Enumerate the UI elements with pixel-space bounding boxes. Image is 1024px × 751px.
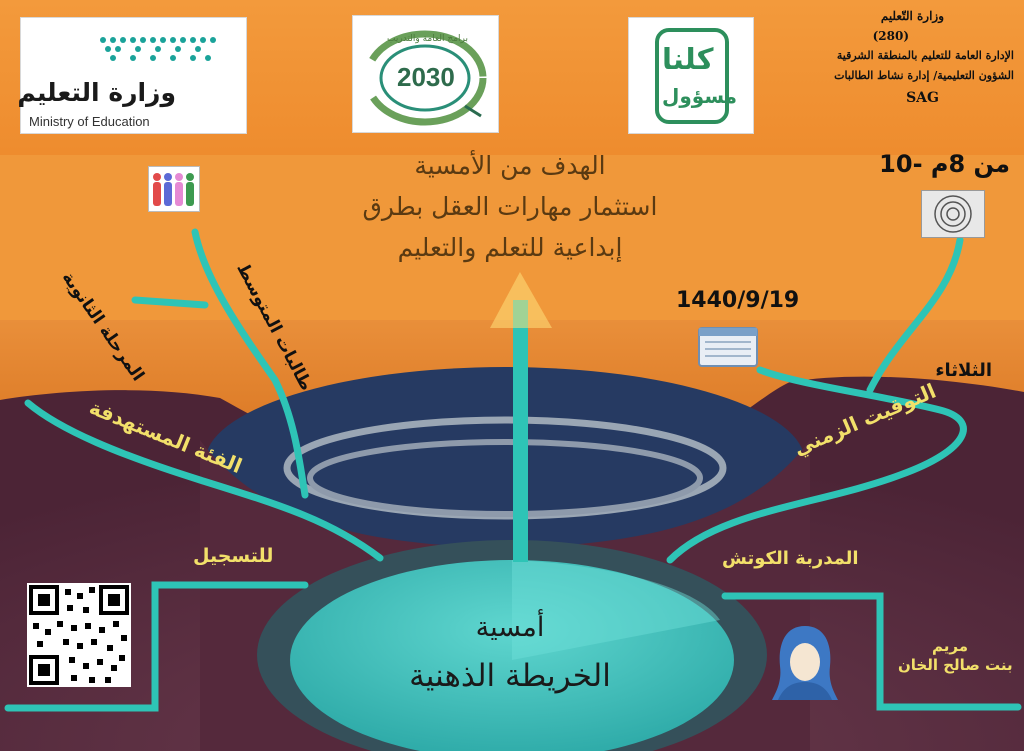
arrow-shaft xyxy=(513,300,528,562)
coach-name-line-1: مريم xyxy=(932,637,969,655)
time-range: من 8م -10 xyxy=(879,150,1010,178)
header-affairs: الشؤون التعليمية/ إدارة نشاط الطالبات xyxy=(834,69,1014,82)
ministry-logo-arabic: وزارة التعليم xyxy=(17,78,176,107)
event-title-line-1: أمسية xyxy=(475,612,545,643)
central-disc xyxy=(290,560,734,751)
crater-ring-2 xyxy=(307,439,703,517)
kulluna-frame xyxy=(655,28,729,124)
header-number: (280) xyxy=(872,29,909,43)
coach-label: المدربة الكوتش xyxy=(722,548,859,569)
qr-code-icon[interactable] xyxy=(27,583,131,687)
calendar-icon xyxy=(695,322,761,370)
crater xyxy=(205,367,805,557)
teal-lines xyxy=(4,228,1022,712)
ministry-logo: وزارة التعليم Ministry of Education xyxy=(17,17,247,134)
people-icon xyxy=(148,166,200,212)
coach-name-line-2: بنت صالح الخان xyxy=(898,656,1013,674)
registration-label: للتسجيل xyxy=(193,545,274,567)
vision-number: 2030 xyxy=(397,62,455,92)
event-date: 1440/9/19 xyxy=(676,288,800,313)
kulluna-bottom-word: مسؤول xyxy=(662,84,738,108)
vision-ring-text: برامج العامة والتدريب xyxy=(387,34,469,44)
arrow-head xyxy=(490,272,552,328)
vision-ring-icon xyxy=(363,30,487,126)
header-admin: الإدارة العامة للتعليم بالمنطقة الشرقية xyxy=(836,49,1014,62)
kulluna-top-word: كلنا xyxy=(662,42,714,76)
ministry-logo-english: Ministry of Education xyxy=(29,114,150,129)
clock-icon xyxy=(921,190,985,238)
kulluna-masool-logo: كلنا مسؤول xyxy=(628,17,754,134)
goal-line-1: استثمار مهارات العقل بطرق xyxy=(362,192,658,221)
vision-2030-logo: برامج العامة والتدريب 2030 xyxy=(352,15,499,133)
goal-heading: الهدف من الأمسية xyxy=(414,151,606,180)
event-day: الثلاثاء xyxy=(935,360,992,381)
header-code: SAG xyxy=(906,90,939,106)
header-ministry: وزارة التّعليم xyxy=(880,9,944,23)
disc-sheen xyxy=(512,560,720,660)
goal-line-2: إبداعية للتعلم والتعليم xyxy=(397,233,623,262)
ministry-logo-dots-icon xyxy=(100,37,216,61)
event-title-line-2: الخريطة الذهنية xyxy=(409,658,611,694)
avatar-icon xyxy=(770,620,840,702)
